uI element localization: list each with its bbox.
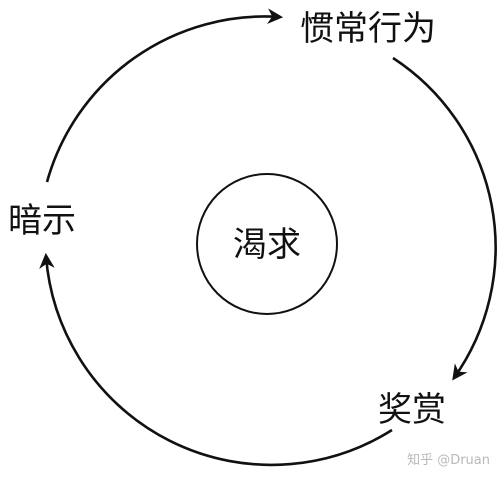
routine-label: 惯常行为 [300, 9, 436, 49]
reward-label: 奖赏 [378, 390, 446, 430]
center-label: 渴求 [233, 225, 301, 265]
center-circle [196, 173, 338, 315]
cue-label: 暗示 [8, 201, 76, 241]
arrow-routine-to-reward [392, 56, 497, 381]
watermark-text: 知乎 @Druan [407, 453, 490, 468]
arrow-cue-to-routine [45, 8, 284, 183]
arrow-reward-to-cue [39, 252, 393, 467]
